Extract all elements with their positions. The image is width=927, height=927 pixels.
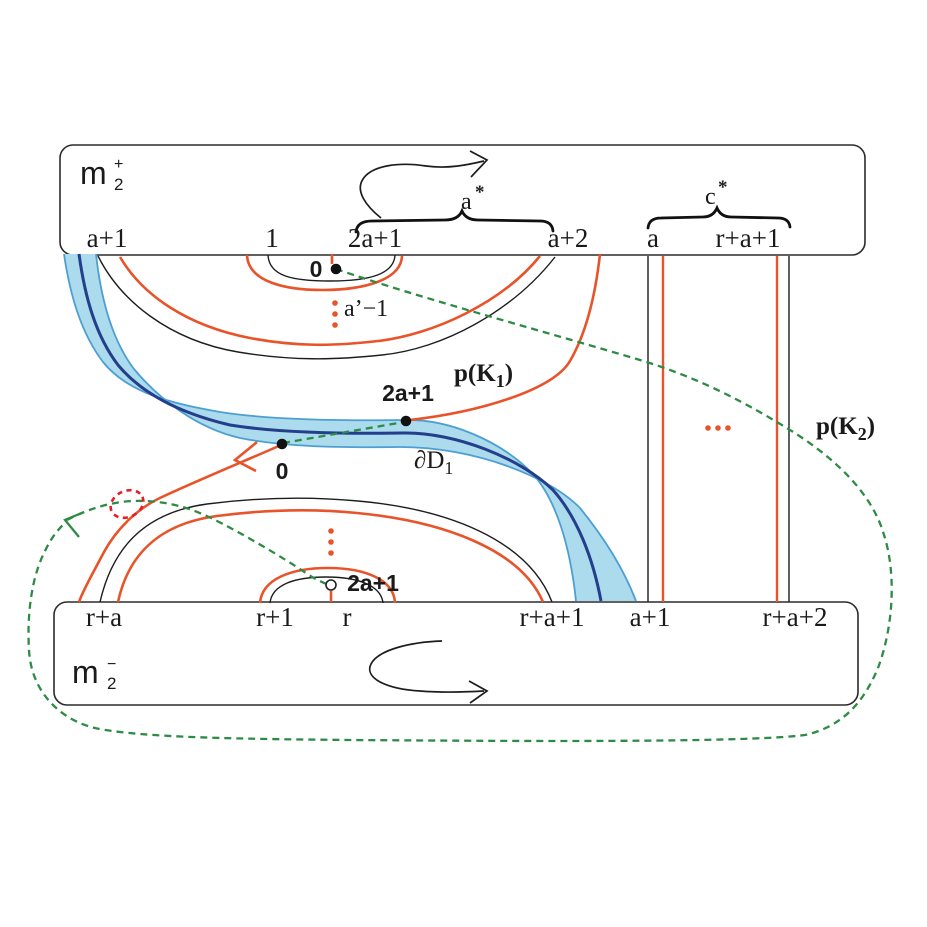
- vdots-top-2: [332, 311, 338, 317]
- ellipsis-dots: [328, 300, 731, 556]
- lower-big-orange-arc: [116, 509, 545, 603]
- vdots-bottom-3: [328, 550, 334, 556]
- top-handle-box: [59, 144, 866, 256]
- hdots-right-1: [705, 425, 711, 431]
- band-center-line: [77, 253, 603, 602]
- point-zero-mid: [276, 438, 288, 450]
- upper-small-black-cup: [267, 254, 396, 282]
- top-orientation-arrow: [359, 160, 485, 219]
- zero-top-label: 0: [310, 256, 323, 282]
- vdots-bottom-1: [328, 528, 334, 534]
- top-edge-label-a1: a+1: [87, 223, 128, 253]
- bottom-edge-label-ra1: r+a+1: [520, 602, 585, 632]
- lower-big-black-arc: [99, 497, 553, 603]
- top-box-label-sub: 2: [114, 175, 123, 194]
- band-edge-left: [63, 253, 577, 602]
- disk-band: [63, 253, 637, 602]
- hdots-right-2: [715, 425, 721, 431]
- pk2-curves: [27, 267, 893, 743]
- upper-black-u-arc: [97, 255, 556, 360]
- bottom-handle-box: [53, 601, 859, 706]
- braces: [354, 204, 792, 234]
- pk2-main-loop: [27, 267, 893, 743]
- hdots-right-3: [725, 425, 731, 431]
- bottom-edge-label-r1: r+1: [256, 602, 294, 632]
- bottom-orientation-arrow: [368, 640, 485, 694]
- orientation-arrows: [359, 150, 489, 704]
- lower-small-orange-dome: [258, 566, 397, 604]
- 2a1-mid-label: 2a+1: [382, 380, 434, 406]
- pk1-curves: [77, 253, 779, 604]
- crossing-marker-circle: [109, 488, 145, 520]
- marked-points: [276, 263, 412, 591]
- zero-mid-label: 0: [276, 458, 289, 484]
- pk1-upper-strand: [409, 253, 602, 422]
- pk1-label: p(K1): [454, 360, 513, 391]
- top-orientation-arrowhead: [469, 150, 489, 178]
- point-2a1-mid: [400, 415, 412, 427]
- top-box-label: m: [80, 155, 107, 191]
- top-edge-label-1: 1: [265, 223, 279, 253]
- top-edge-label-ra1: r+a+1: [716, 223, 781, 253]
- bottom-orientation-arrowhead: [468, 680, 489, 704]
- c-star-brace: [646, 204, 792, 230]
- point-2a1-bottom-open: [325, 579, 337, 591]
- pk1-direction-arrowhead: [232, 440, 258, 473]
- top-edge-label-2a1: 2a+1: [348, 223, 402, 253]
- vdots-top-3: [332, 322, 338, 328]
- band-edge-right: [95, 253, 637, 602]
- top-box-label-sup: +: [114, 156, 123, 173]
- upper-orange-u-arc: [118, 255, 542, 347]
- top-edge-label-a2: a+2: [548, 223, 589, 253]
- a-star-brace: [354, 207, 555, 234]
- band-fill: [64, 254, 636, 601]
- bottom-box-label: m: [72, 654, 99, 690]
- labels: m + 2 m − 2 a+1 1 2a+1 a+2 a r+a+1 r+a r…: [72, 155, 875, 693]
- bottom-box-label-sub: 2: [107, 674, 116, 693]
- pk2-band-crossing-segment: [282, 420, 405, 445]
- upper-small-orange-cup: [245, 254, 404, 292]
- lower-small-black-dome: [269, 576, 384, 604]
- a-prime-count-label: a’−1: [344, 296, 388, 322]
- disk-boundary-label: ∂D1: [414, 447, 453, 478]
- 2a1-bottom-label: 2a+1: [347, 570, 399, 596]
- c-star-sup: *: [718, 177, 728, 198]
- pk2-direction-arrowhead: [63, 510, 85, 538]
- pk2-label: p(K2): [816, 413, 875, 444]
- vdots-bottom-2: [328, 539, 334, 545]
- top-edge-label-a: a: [647, 223, 659, 253]
- vdots-top-1: [332, 300, 338, 306]
- bottom-edge-label-a1: a+1: [630, 602, 671, 632]
- c-star-label: c: [705, 184, 716, 210]
- a-star-label: a: [461, 189, 472, 215]
- a-star-sup: *: [475, 182, 485, 203]
- bottom-edge-label-ra2: r+a+2: [763, 602, 828, 632]
- bottom-edge-label-r: r: [343, 602, 352, 632]
- bottom-box-label-sup: −: [107, 656, 116, 673]
- bottom-edge-label-ra: r+a: [86, 602, 122, 632]
- point-zero-top: [330, 263, 342, 275]
